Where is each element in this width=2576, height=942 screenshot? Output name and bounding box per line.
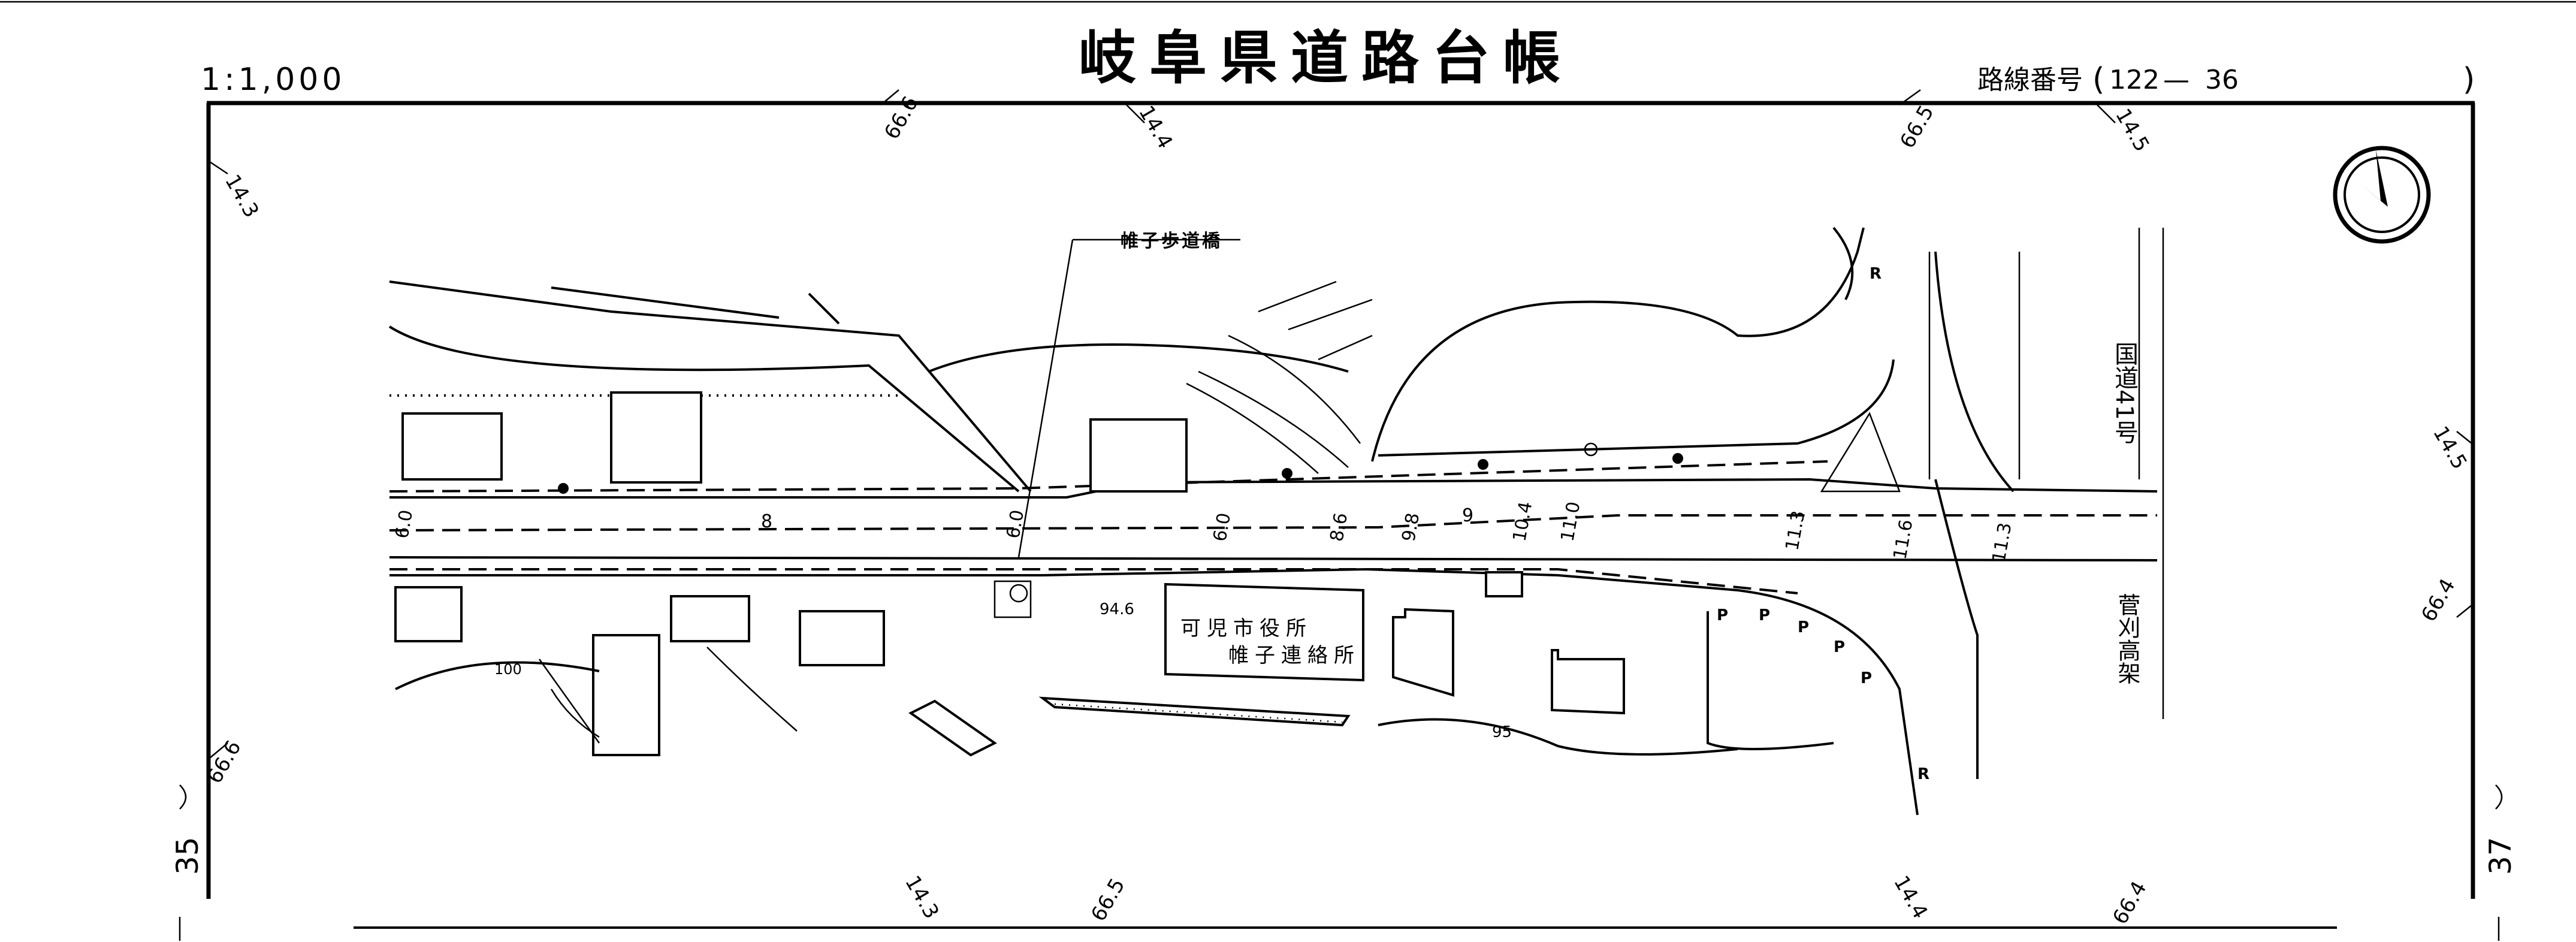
building (394, 586, 463, 642)
grid-tick: 66.4 (2417, 575, 2460, 626)
north-side-features (388, 227, 2164, 779)
road-width-label: 9.8 (1398, 511, 1424, 543)
page-title: 岐阜県道路台帳 (1079, 25, 1574, 92)
grid-tick: 14.4 (1134, 102, 1177, 153)
national-route-label: 国道41号 (2110, 342, 2138, 444)
south-side-features (394, 571, 1834, 757)
building (1089, 418, 1188, 493)
scale-label: 1:1,000 (201, 62, 345, 98)
city-office-label: 帷子連絡所 (1228, 644, 1360, 668)
building (592, 634, 660, 756)
route-dash: — (2163, 65, 2190, 95)
road-width-label: 6.0 (391, 508, 417, 540)
route-number-a: 122 (2109, 65, 2160, 95)
sheet-link-left-label: 35 (170, 837, 205, 875)
grid-tick: 66.5 (1895, 101, 1938, 153)
city-office-label: 可児市役所 (1180, 617, 1312, 641)
r-mark: R (1870, 265, 1882, 283)
overpass-label: 菅刈高架 (2114, 593, 2140, 684)
parking-mark: P (1861, 669, 1872, 687)
road-width-label: 9 (1462, 505, 1473, 526)
grid-tick: 66.5 (1086, 874, 1130, 926)
road-width-label: 10.4 (1509, 500, 1536, 544)
road-width-labels: 6.0 8 6.0 6.0 8.6 9.8 9 10.4 11.0 11.3 1… (391, 500, 2016, 564)
building (401, 412, 503, 481)
spot-elevation: 94.6 (1100, 600, 1134, 618)
grid-tick: 66.4 (2108, 877, 2151, 929)
road-width-label: 11.3 (1988, 521, 2016, 564)
grid-tick: 14.3 (900, 872, 943, 923)
route-label: 路線番号 (1977, 65, 2083, 95)
road-width-label: 6.0 (1209, 511, 1235, 543)
building (799, 610, 885, 666)
sheet-link-right[interactable]: 37 (2483, 784, 2518, 941)
parking-mark: P (1834, 638, 1845, 656)
parking-mark: P (1759, 606, 1770, 624)
sheet-link-right-label: 37 (2483, 837, 2518, 875)
parking-mark: P (1798, 618, 1809, 636)
road-width-label: 11.3 (1781, 509, 1809, 552)
building (610, 391, 702, 484)
road-width-label: 11.6 (1889, 518, 1917, 561)
grid-tick-lines (209, 89, 2472, 759)
sheet-link-left[interactable]: 35 (170, 784, 205, 941)
road-width-label: 6.0 (1002, 508, 1028, 540)
contour-label: 95 (1492, 723, 1512, 741)
main-road (389, 460, 2158, 816)
north-arrow-icon (2333, 146, 2431, 244)
parking-mark: P (1717, 606, 1728, 624)
r-mark: R (1917, 765, 1929, 783)
route-paren-open: ( (2092, 62, 2104, 98)
building (670, 595, 750, 642)
grid-tick: 14.3 (220, 171, 263, 222)
bridge-label: 帷子歩道橋 (1121, 231, 1222, 252)
grid-tick: 14.4 (1889, 872, 1932, 923)
grid-tick: 14.5 (2110, 105, 2154, 156)
road-width-label: 8 (761, 511, 772, 532)
road-width-label: 11.0 (1557, 500, 1584, 544)
route-number-b: 36 (2205, 65, 2239, 95)
city-office-building (1164, 582, 1364, 682)
road-width-label: 8.6 (1326, 511, 1352, 543)
route-paren-close: ) (2463, 62, 2475, 98)
contour-label: 100 (494, 661, 522, 678)
grid-tick: 14.5 (2428, 422, 2471, 474)
